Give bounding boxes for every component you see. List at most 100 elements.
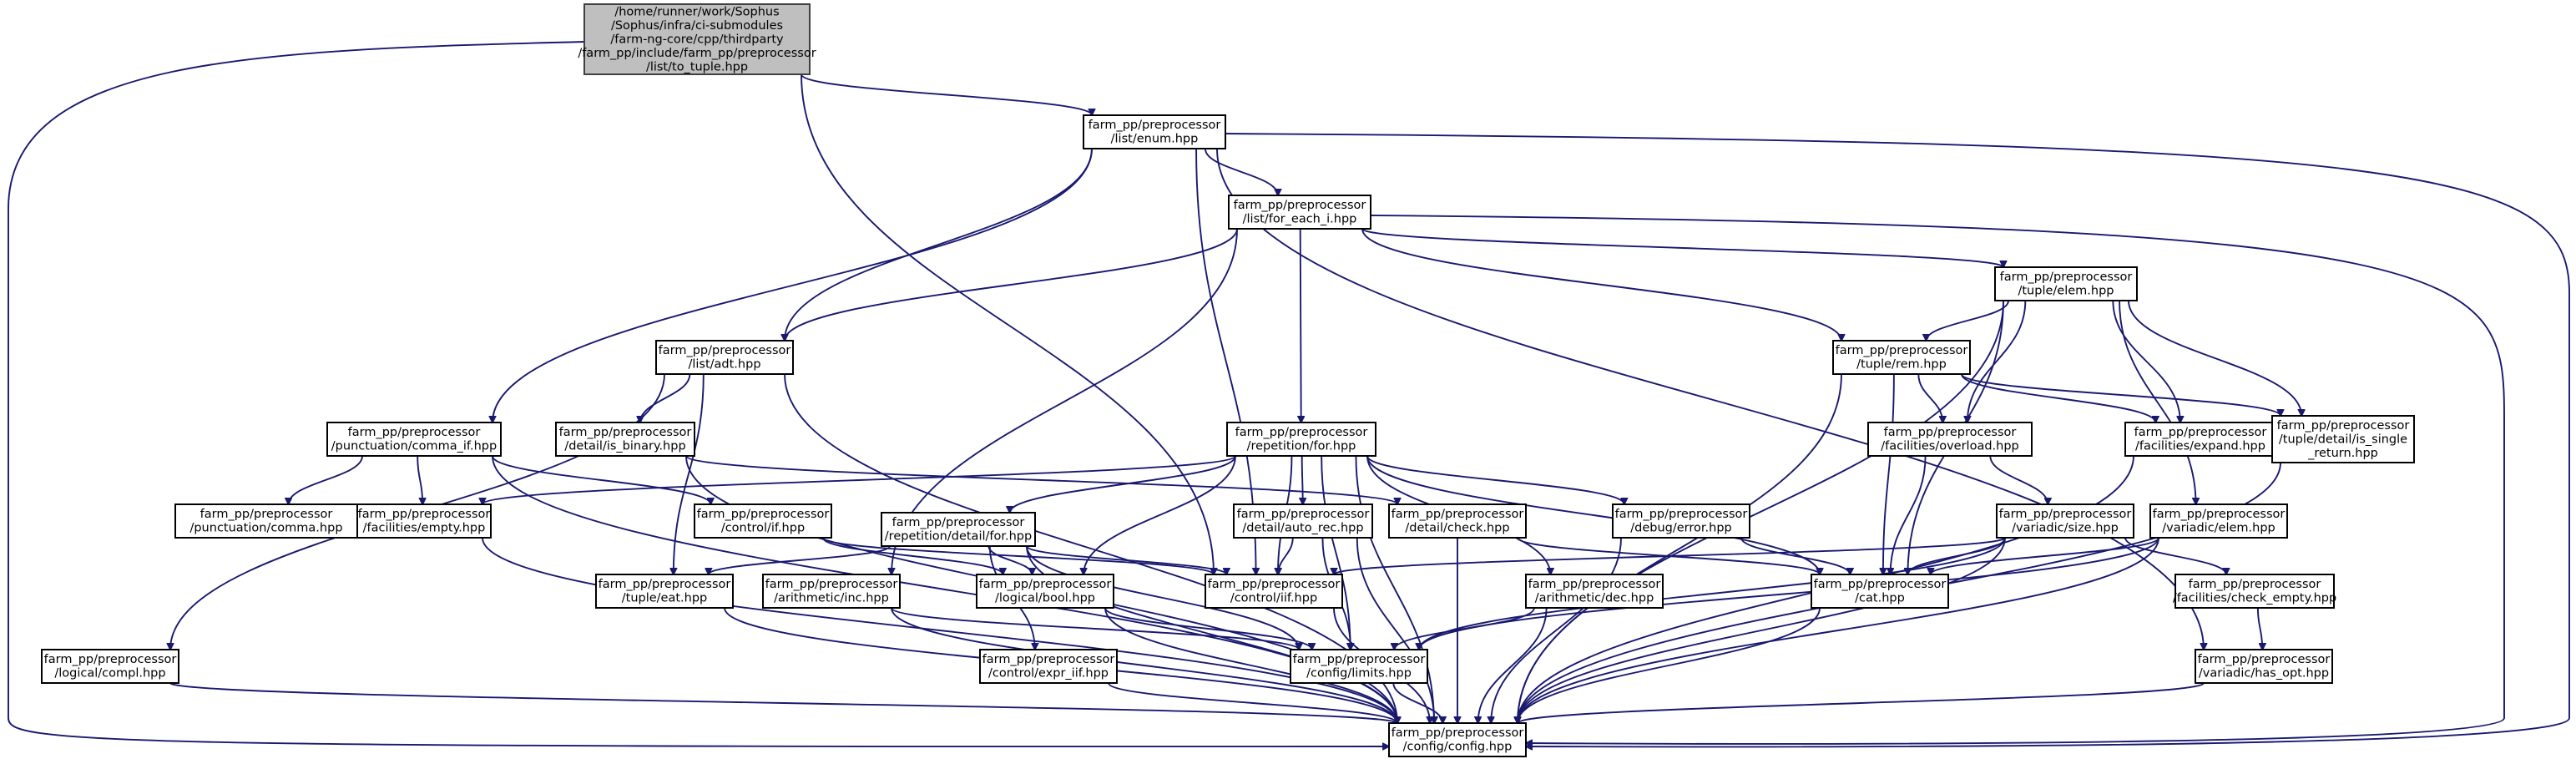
edge-comma_if-to-control_if bbox=[492, 455, 710, 504]
node-control_if[interactable]: farm_pp/preprocessor/control/if.hpp bbox=[694, 503, 832, 539]
node-box-tuple_elem[interactable] bbox=[1994, 266, 2138, 301]
node-label-config-line-0: farm_pp/preprocessor bbox=[1392, 726, 1524, 740]
node-comma_if[interactable]: farm_pp/preprocessor/punctuation/comma_i… bbox=[326, 422, 502, 457]
node-box-var_elem[interactable] bbox=[2149, 503, 2288, 539]
edge-control_if-to-iif bbox=[822, 537, 1214, 574]
node-box-has_opt[interactable] bbox=[2195, 649, 2333, 684]
node-box-config[interactable] bbox=[1388, 722, 1527, 757]
node-box-control_if[interactable] bbox=[694, 503, 832, 539]
node-cat[interactable]: farm_pp/preprocessor/cat.hpp bbox=[1811, 574, 1949, 609]
node-rep_for[interactable]: farm_pp/preprocessor/repetition/for.hpp bbox=[1226, 422, 1376, 457]
node-is_binary[interactable]: farm_pp/preprocessor/detail/is_binary.hp… bbox=[555, 422, 695, 457]
node-compl[interactable]: farm_pp/preprocessor/logical/compl.hpp bbox=[41, 649, 179, 684]
node-box-rem[interactable] bbox=[1832, 340, 1971, 375]
node-label-eat-line-0: farm_pp/preprocessor bbox=[599, 578, 731, 591]
node-box-inc[interactable] bbox=[762, 574, 901, 609]
node-enum[interactable]: farm_pp/preprocessor/list/enum.hpp bbox=[1083, 114, 1226, 149]
node-check_empty[interactable]: farm_pp/preprocessor/facilities/check_em… bbox=[2173, 574, 2336, 609]
node-box-empty[interactable] bbox=[356, 503, 492, 539]
node-label-enum-line-0: farm_pp/preprocessor bbox=[1088, 119, 1221, 132]
node-box-to_tuple[interactable] bbox=[583, 3, 811, 75]
node-box-expand[interactable] bbox=[2124, 422, 2276, 457]
node-label-is_binary-line-1: /detail/is_binary.hpp bbox=[564, 440, 685, 453]
node-box-check_empty[interactable] bbox=[2174, 574, 2335, 609]
node-box-limits[interactable] bbox=[1290, 649, 1428, 684]
node-label-rep_detail_for-line-1: /repetition/detail/for.hpp bbox=[885, 530, 1032, 544]
node-label-is_single-line-1: /tuple/detail/is_single bbox=[2279, 433, 2407, 446]
edges-layer bbox=[8, 41, 2570, 746]
node-comma[interactable]: farm_pp/preprocessor/punctuation/comma.h… bbox=[174, 503, 358, 539]
node-expr_iif[interactable]: farm_pp/preprocessor/control/expr_iif.hp… bbox=[979, 649, 1118, 684]
node-box-debug_error[interactable] bbox=[1612, 503, 1750, 539]
node-var_size[interactable]: farm_pp/preprocessor/variadic/size.hpp bbox=[1996, 503, 2134, 539]
node-box-overload[interactable] bbox=[1867, 422, 2033, 457]
edge-enum-to-for_each_i bbox=[1204, 148, 1278, 195]
node-empty[interactable]: farm_pp/preprocessor/facilities/empty.hp… bbox=[356, 503, 492, 539]
edge-cat-to-config bbox=[1518, 607, 1821, 723]
edge-rep_for-to-empty bbox=[482, 455, 1236, 504]
node-inc[interactable]: farm_pp/preprocessor/arithmetic/inc.hpp bbox=[762, 574, 901, 609]
edge-dec-to-config bbox=[1478, 607, 1548, 723]
node-check[interactable]: farm_pp/preprocessor/detail/check.hpp bbox=[1388, 503, 1527, 539]
edge-var_elem-to-cat bbox=[1931, 537, 2159, 574]
node-box-bool[interactable] bbox=[976, 574, 1114, 609]
edge-enum-to-iif bbox=[1195, 148, 1256, 574]
edge-bool-to-limits bbox=[1104, 607, 1312, 650]
node-rep_detail_for[interactable]: farm_pp/preprocessor/repetition/detail/f… bbox=[881, 512, 1036, 547]
edge-empty-to-config bbox=[482, 537, 1397, 723]
node-is_single[interactable]: farm_pp/preprocessor/tuple/detail/is_sin… bbox=[2271, 415, 2415, 463]
node-box-enum[interactable] bbox=[1083, 114, 1226, 149]
node-label-tuple_elem-line-0: farm_pp/preprocessor bbox=[2000, 271, 2133, 284]
node-box-is_single[interactable] bbox=[2271, 415, 2415, 463]
node-label-adt-line-0: farm_pp/preprocessor bbox=[659, 344, 791, 357]
edge-tuple_elem-to-expand bbox=[2112, 300, 2180, 422]
node-label-for_each_i-line-0: farm_pp/preprocessor bbox=[1234, 199, 1366, 212]
node-label-control_if-line-1: /control/if.hpp bbox=[721, 522, 805, 535]
node-box-auto_rec[interactable] bbox=[1233, 503, 1373, 539]
node-var_elem[interactable]: farm_pp/preprocessor/variadic/elem.hpp bbox=[2149, 503, 2288, 539]
node-label-to_tuple-line-2: /farm-ng-core/cpp/thirdparty bbox=[610, 33, 784, 46]
node-box-for_each_i[interactable] bbox=[1228, 195, 1371, 230]
node-to_tuple[interactable]: /home/runner/work/Sophus/Sophus/infra/ci… bbox=[578, 3, 816, 75]
node-for_each_i[interactable]: farm_pp/preprocessor/list/for_each_i.hpp bbox=[1228, 195, 1371, 230]
node-label-limits-line-1: /config/limits.hpp bbox=[1306, 667, 1412, 681]
node-box-cat[interactable] bbox=[1811, 574, 1949, 609]
node-label-to_tuple-line-3: /farm_pp/include/farm_pp/preprocessor bbox=[578, 47, 816, 60]
edge-bool-to-config bbox=[1104, 607, 1397, 723]
node-box-comma[interactable] bbox=[174, 503, 358, 539]
node-dec[interactable]: farm_pp/preprocessor/arithmetic/dec.hpp bbox=[1525, 574, 1664, 609]
node-box-var_size[interactable] bbox=[1996, 503, 2134, 539]
node-has_opt[interactable]: farm_pp/preprocessor/variadic/has_opt.hp… bbox=[2195, 649, 2333, 684]
node-box-iif[interactable] bbox=[1205, 574, 1343, 609]
node-box-expr_iif[interactable] bbox=[979, 649, 1118, 684]
node-box-comma_if[interactable] bbox=[326, 422, 502, 457]
node-label-rem-line-1: /tuple/rem.hpp bbox=[1856, 358, 1947, 372]
node-box-rep_detail_for[interactable] bbox=[881, 512, 1036, 547]
edge-rep_for-to-cat bbox=[1366, 455, 1820, 574]
node-config[interactable]: farm_pp/preprocessor/config/config.hpp bbox=[1388, 722, 1527, 757]
edge-rem-to-expand bbox=[1961, 373, 2155, 422]
node-auto_rec[interactable]: farm_pp/preprocessor/detail/auto_rec.hpp bbox=[1233, 503, 1373, 539]
node-iif[interactable]: farm_pp/preprocessor/control/iif.hpp bbox=[1205, 574, 1343, 609]
node-tuple_elem[interactable]: farm_pp/preprocessor/tuple/elem.hpp bbox=[1994, 266, 2138, 301]
node-box-eat[interactable] bbox=[595, 574, 734, 609]
node-box-dec[interactable] bbox=[1525, 574, 1664, 609]
node-expand[interactable]: farm_pp/preprocessor/facilities/expand.h… bbox=[2124, 422, 2276, 457]
node-overload[interactable]: farm_pp/preprocessor/facilities/overload… bbox=[1867, 422, 2033, 457]
node-adt[interactable]: farm_pp/preprocessor/list/adt.hpp bbox=[655, 340, 794, 375]
node-box-compl[interactable] bbox=[41, 649, 179, 684]
edge-debug_error-to-config bbox=[1491, 537, 1622, 723]
node-box-is_binary[interactable] bbox=[555, 422, 695, 457]
node-bool[interactable]: farm_pp/preprocessor/logical/bool.hpp bbox=[976, 574, 1114, 609]
node-rem[interactable]: farm_pp/preprocessor/tuple/rem.hpp bbox=[1832, 340, 1971, 375]
node-debug_error[interactable]: farm_pp/preprocessor/debug/error.hpp bbox=[1612, 503, 1750, 539]
node-limits[interactable]: farm_pp/preprocessor/config/limits.hpp bbox=[1290, 649, 1428, 684]
node-label-var_size-line-1: /variadic/size.hpp bbox=[2012, 522, 2119, 535]
node-box-check[interactable] bbox=[1388, 503, 1527, 539]
node-box-rep_for[interactable] bbox=[1226, 422, 1376, 457]
node-eat[interactable]: farm_pp/preprocessor/tuple/eat.hpp bbox=[595, 574, 734, 609]
edge-tuple_elem-to-var_elem bbox=[2119, 300, 2196, 504]
edge-comma_if-to-empty bbox=[417, 455, 422, 504]
edge-tuple_elem-to-overload bbox=[1967, 300, 2027, 422]
node-box-adt[interactable] bbox=[655, 340, 794, 375]
